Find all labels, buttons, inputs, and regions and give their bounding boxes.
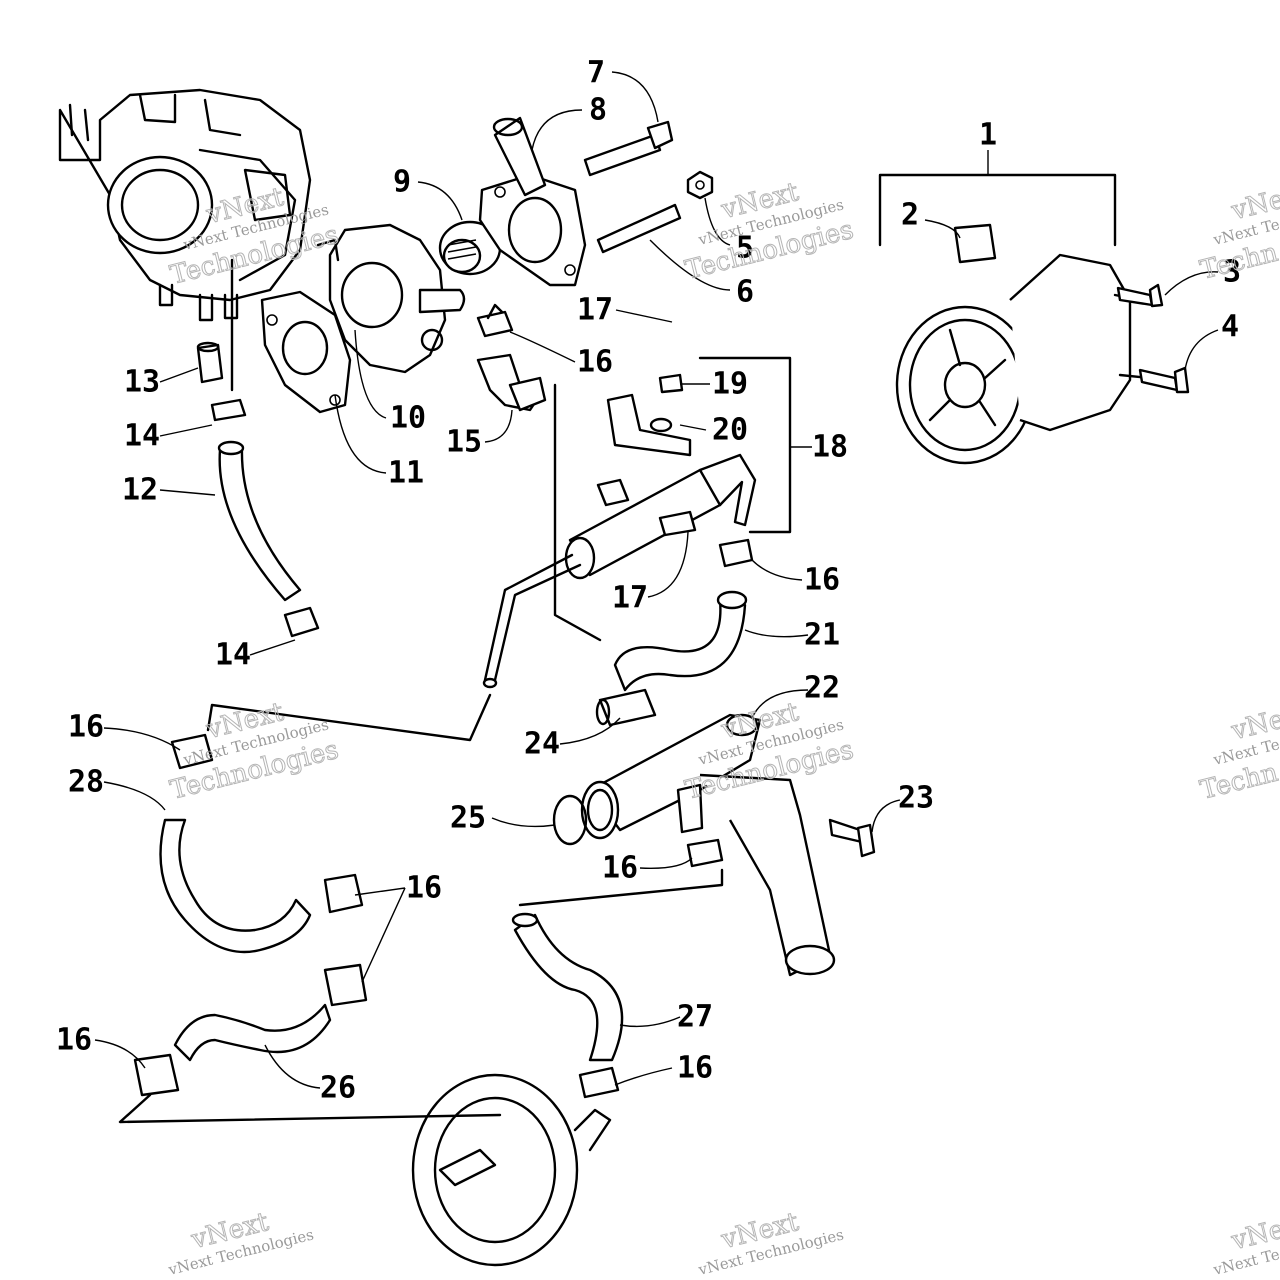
- callout-16-bottom: 16: [677, 1051, 713, 1086]
- callout-4: 4: [1221, 310, 1239, 345]
- callout-16-bottom-left: 16: [56, 1023, 92, 1058]
- callout-3: 3: [1223, 255, 1241, 290]
- hose-12-drawing: [196, 341, 320, 638]
- watermark-bottom-left: vNext vNext Technologies: [166, 1207, 316, 1280]
- callout-10: 10: [390, 401, 426, 436]
- watermark-mid-right: vNext vNext Te Techn: [1197, 698, 1280, 806]
- hose-21-drawing: [553, 383, 754, 692]
- callout-21: 21: [804, 618, 840, 653]
- hose-28-drawing: [159, 693, 492, 1007]
- callout-7: 7: [587, 56, 605, 91]
- callout-16-housing: 16: [577, 345, 613, 380]
- callout-5: 5: [736, 231, 754, 266]
- callout-8: 8: [589, 93, 607, 128]
- watermark-bottom-center: vNext vNext Technologies: [696, 1207, 846, 1280]
- bolts-drawing: [583, 120, 714, 254]
- callout-11: 11: [388, 456, 424, 491]
- callout-numbers: 1 2 3 4 5 6 7 8 9 10 11 12 13 14 14 15 1…: [56, 56, 1241, 1106]
- callout-6: 6: [736, 275, 754, 310]
- callout-26: 26: [320, 1071, 356, 1106]
- water-pump-drawing: [878, 173, 1190, 465]
- hose-27-drawing: [511, 838, 724, 1099]
- watermark-bottom-right: vNext vNext Te: [1211, 1208, 1280, 1279]
- gasket-drawing: [260, 290, 352, 414]
- thermostat-drawing: [438, 220, 502, 276]
- callout-28: 28: [68, 765, 104, 800]
- callout-27: 27: [677, 1000, 713, 1035]
- callout-2: 2: [901, 198, 919, 233]
- svg-text:Techn: Techn: [1197, 758, 1280, 806]
- outlet-pipe-drawing: [552, 688, 876, 977]
- callout-17-bottom: 17: [612, 581, 648, 616]
- callout-14-bottom: 14: [215, 638, 251, 673]
- hose-26-drawing: [118, 1003, 502, 1124]
- throttle-body-drawing: [58, 88, 312, 392]
- callout-15: 15: [446, 425, 482, 460]
- callout-16-left: 16: [68, 710, 104, 745]
- thermostat-housing-drawing: [316, 223, 466, 374]
- callout-23: 23: [898, 781, 934, 816]
- callout-17-top: 17: [577, 293, 613, 328]
- leader-lines: [94, 71, 1219, 1089]
- callout-16-outlet: 16: [602, 851, 638, 886]
- callout-18: 18: [812, 430, 848, 465]
- thermostat-cover-drawing: [478, 116, 587, 287]
- callout-24: 24: [524, 727, 560, 762]
- clamp-and-sensor-drawing: [476, 303, 547, 412]
- callout-16-middle: 16: [406, 871, 442, 906]
- callout-1: 1: [979, 118, 997, 153]
- callout-16-pipe: 16: [804, 563, 840, 598]
- callout-9: 9: [393, 165, 411, 200]
- callout-14-top: 14: [124, 419, 160, 454]
- callout-25: 25: [450, 801, 486, 836]
- callout-20: 20: [712, 413, 748, 448]
- watermark-top-right: vNext vNext Te Techn: [1197, 178, 1280, 286]
- water-pipe-assembly-drawing: [482, 356, 792, 689]
- callout-22: 22: [804, 671, 840, 706]
- callout-13: 13: [124, 365, 160, 400]
- callout-12: 12: [122, 473, 158, 508]
- oil-cooler-drawing: [411, 1073, 612, 1267]
- callout-19: 19: [712, 367, 748, 402]
